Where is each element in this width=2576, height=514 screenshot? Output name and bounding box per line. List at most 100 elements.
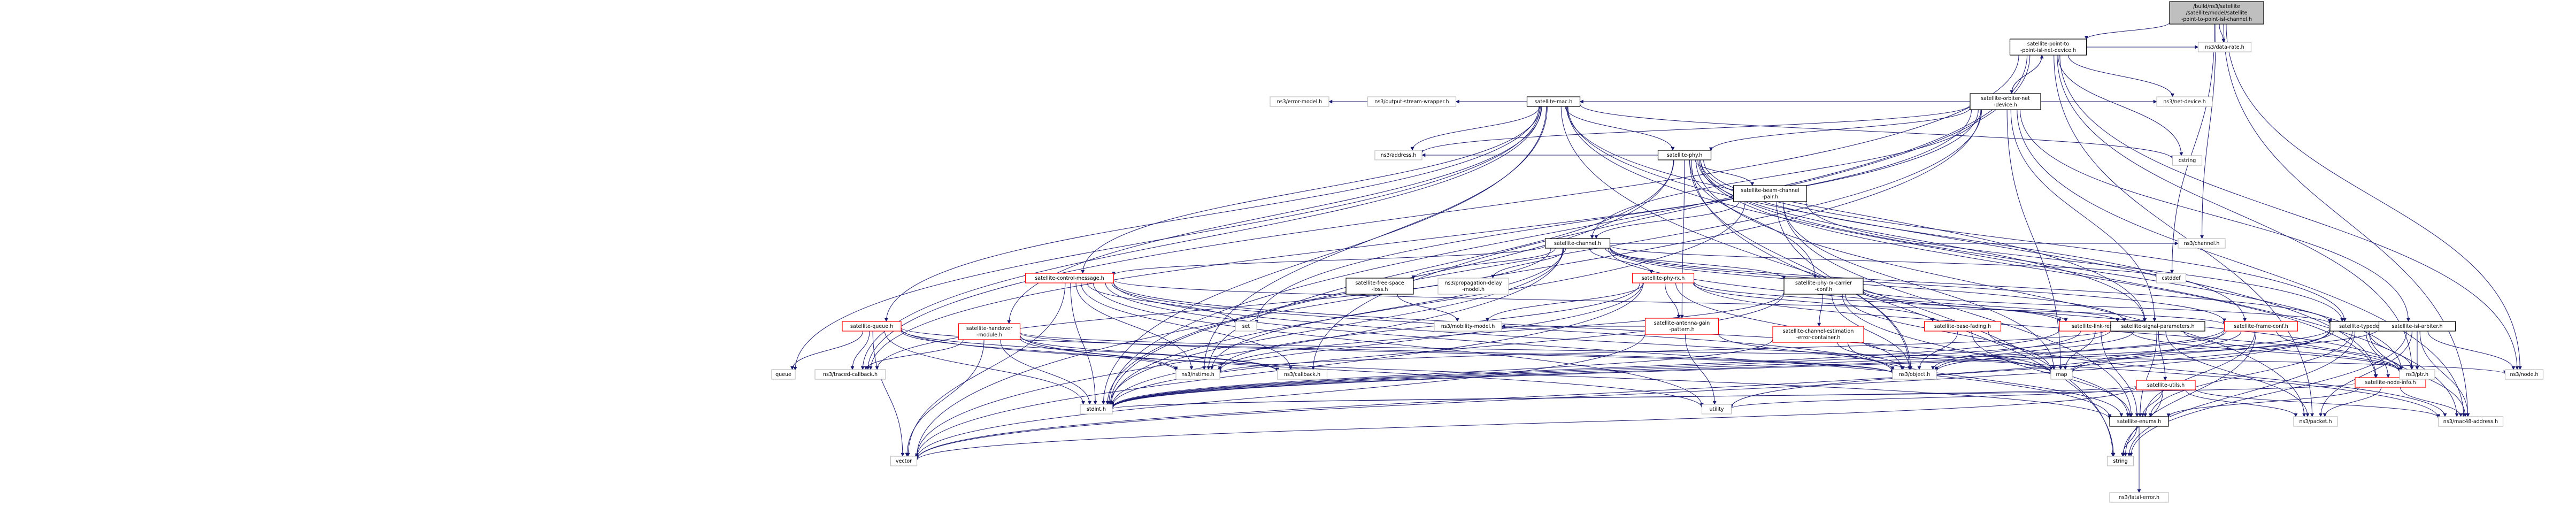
edge-node-info-to-enums [2166, 387, 2360, 418]
edge-beam-channel-to-map [1782, 201, 2056, 370]
graph-node-orbiter[interactable]: satellite-orbiter-net-device.h [1970, 93, 2041, 110]
graph-node-phy[interactable]: satellite-phy.h [1657, 150, 1712, 160]
node-box [2110, 321, 2205, 332]
edge-phy-rx-carrier-to-ch-est [1817, 294, 1823, 327]
node-label: ns3/nstime.h [1181, 372, 1214, 378]
edge-mac-to-stdint [1101, 106, 1547, 405]
edge-channel-h-to-phy-rx-carrier [1605, 248, 1786, 280]
graph-node-enums[interactable]: satellite-enums.h [2109, 416, 2169, 427]
edge-phy-rx-to-stdint [1110, 282, 1643, 406]
edge-phy-to-phy-rx-carrier [1689, 159, 1817, 279]
edge-antenna-to-object [1718, 334, 1895, 371]
graph-node-channel-h[interactable]: satellite-channel.h [1544, 238, 1611, 249]
graph-node-mac[interactable]: satellite-mac.h [1526, 96, 1581, 107]
graph-node-phy-rx[interactable]: satellite-phy-rx.h [1632, 273, 1695, 283]
graph-node-handover[interactable]: satellite-handover-module.h [958, 323, 1021, 340]
edge-link-results-to-object [1931, 331, 2081, 370]
graph-node-data-rate: ns3/data-rate.h [2197, 42, 2252, 52]
edge-signal-params-to-utils [2158, 331, 2167, 381]
edge-channel-h-to-typedefs [1610, 247, 2332, 324]
edge-channel-h-to-signal-params [1610, 248, 2126, 322]
node-box [1783, 278, 1864, 295]
node-label: satellite-link-results.h [2072, 324, 2126, 329]
node-box [2178, 238, 2226, 249]
node-label: satellite-phy-rx.h [1642, 275, 1685, 281]
edge-antenna-to-utility [1685, 334, 1717, 405]
node-label: -model.h [1462, 287, 1485, 293]
graph-node-isl-arbiter[interactable]: satellite-isl-arbiter.h [2378, 321, 2456, 332]
node-label: ns3/output-stream-wrapper.h [1374, 99, 1449, 105]
graph-node-output-stream: ns3/output-stream-wrapper.h [1367, 96, 1457, 107]
node-box [2172, 155, 2203, 166]
graph-node-node-info[interactable]: satellite-node-info.h [2355, 377, 2426, 388]
edge-control-msg-to-stdint [1070, 282, 1097, 405]
graph-node-signal-params[interactable]: satellite-signal-parameters.h [2110, 321, 2205, 332]
graph-node-object: ns3/object.h [1892, 369, 1937, 380]
graph-node-queue[interactable]: satellite-queue.h [842, 321, 902, 332]
edge-control-msg-to-callback [1081, 282, 1293, 370]
node-label: satellite-control-message.h [1035, 275, 1104, 281]
edge-mac-to-cstring [1580, 104, 2174, 160]
node-box [1644, 318, 1719, 335]
edge-base-fading-to-object [1917, 331, 1958, 370]
graph-node-antenna[interactable]: satellite-antenna-gain-pattern.h [1644, 318, 1719, 335]
edge-phy-rx-carrier-to-link-results [1863, 291, 2068, 322]
graph-node-stdint: stdint.h [1080, 404, 1113, 415]
edge-handover-to-node-h [1020, 332, 2507, 374]
node-box [1924, 321, 2002, 332]
node-box [2437, 416, 2504, 427]
graph-node-utils[interactable]: satellite-utils.h [2136, 380, 2196, 390]
graph-node-sat-queue-std: queue [771, 369, 796, 380]
node-box [1892, 369, 1937, 380]
edge-mac-to-signal-params [1566, 106, 2147, 322]
graph-node-root[interactable]: /build/ns3/satellite/satellite/model/sat… [2169, 1, 2264, 25]
graph-node-free-space[interactable]: satellite-free-space-loss.h [1345, 278, 1414, 295]
node-box [2399, 369, 2435, 380]
graph-node-base-fading[interactable]: satellite-base-fading.h [1924, 321, 2002, 332]
node-box [1374, 150, 1422, 160]
edge-p2p-dev-to-cstring [2057, 55, 2183, 156]
edge-phy-to-object [1689, 159, 1912, 370]
graph-node-beam-channel[interactable]: satellite-beam-channel-pair.h [1733, 185, 1808, 202]
edge-typedefs-to-node-info [2365, 331, 2390, 378]
node-box [1526, 96, 1581, 107]
graph-node-control-msg[interactable]: satellite-control-message.h [1025, 273, 1114, 283]
edge-orbiter-to-address [1420, 104, 1971, 154]
graph-node-ns3-channel: ns3/channel.h [2178, 238, 2226, 249]
graph-node-phy-rx-carrier[interactable]: satellite-phy-rx-carrier-conf.h [1783, 278, 1864, 295]
edge-handover-to-stdint [1000, 339, 1092, 405]
edge-p2p-dev-to-ptr [2057, 55, 2414, 370]
edge-root-to-cstddef [2170, 24, 2215, 274]
dependency-nodes: /build/ns3/satellite/satellite/model/sat… [771, 1, 2544, 503]
node-label: map [2056, 372, 2067, 378]
edge-root-to-p2p-dev [2085, 22, 2170, 40]
graph-node-mobility: ns3/mobility-model.h [1434, 321, 1502, 332]
edge-root-to-node-h [2226, 24, 2522, 370]
edge-antenna-to-vector [915, 332, 1645, 459]
node-label: -pair.h [1762, 194, 1778, 200]
edge-ch-est-to-stdint [1110, 339, 1773, 408]
edge-orbiter-to-isl-arbiter [2020, 109, 2410, 322]
edge-phy-to-node-info [1699, 159, 2378, 378]
node-label: ns3/fatal-error.h [2119, 495, 2159, 501]
graph-node-traced-cb: ns3/traced-callback.h [814, 369, 886, 380]
graph-node-prop-delay: ns3/propagation-delay-model.h [1437, 278, 1509, 295]
graph-node-map: map [2050, 369, 2073, 380]
node-label: ns3/error-model.h [1277, 99, 1322, 105]
graph-node-ch-est[interactable]: satellite-channel-estimation-error-conta… [1772, 326, 1864, 343]
node-label: satellite-point-to [2027, 41, 2070, 47]
node-label: satellite-isl-arbiter.h [2392, 324, 2443, 329]
edge-signal-params-to-packet [2165, 331, 2310, 417]
node-box [2504, 369, 2544, 380]
graph-node-net-device: ns3/net-device.h [2156, 96, 2213, 107]
edge-isl-arbiter-to-string [2129, 331, 2407, 457]
graph-node-p2p-dev[interactable]: satellite-point-to-point-isl-net-device.… [2009, 39, 2087, 56]
graph-node-address: ns3/address.h [1374, 150, 1422, 160]
node-label: ns3/mac48-address.h [2443, 419, 2498, 425]
node-box [2293, 416, 2338, 427]
node-box [814, 369, 886, 380]
edge-typedefs-to-ptr [2369, 331, 2414, 370]
graph-node-frame-conf[interactable]: satellite-frame-conf.h [2224, 321, 2298, 332]
edge-control-msg-to-utility [1093, 282, 1704, 407]
node-label: satellite-antenna-gain [1654, 320, 1710, 326]
